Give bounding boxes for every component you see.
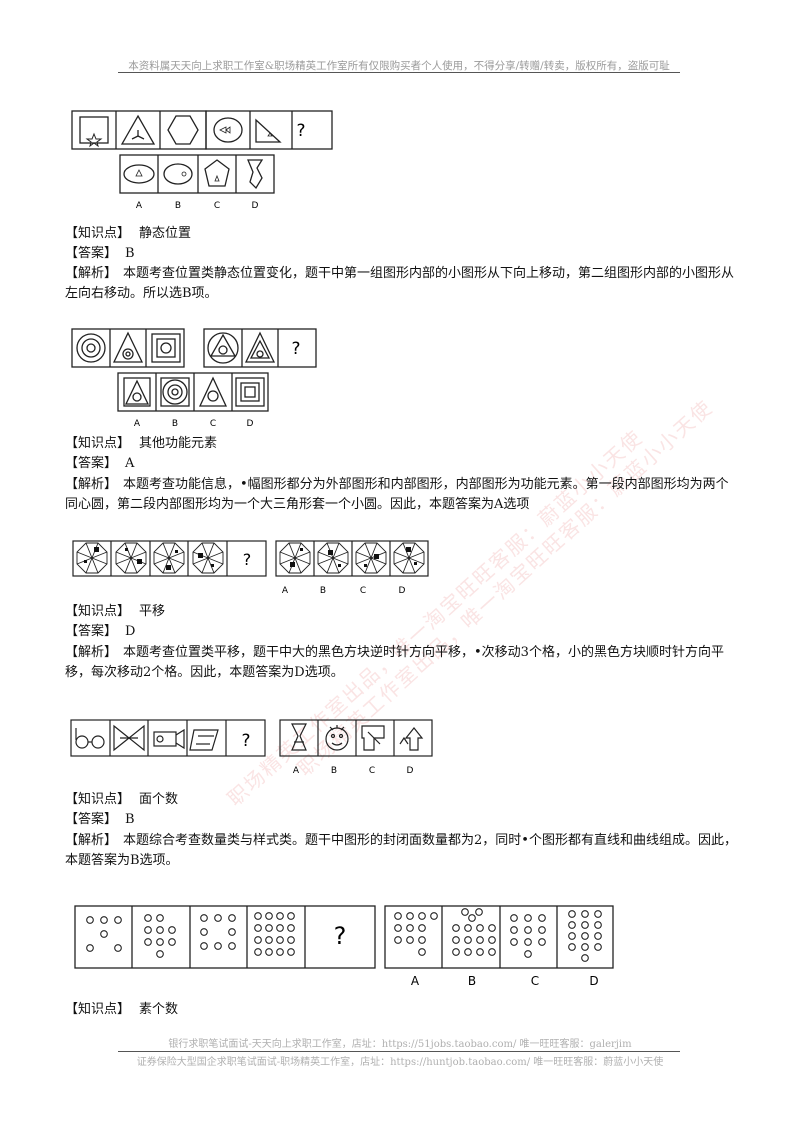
option-label: C [210,419,216,429]
q2-answer: 【答案】A [65,456,135,471]
option-label: C [531,974,539,988]
option-label: B [331,766,337,776]
option-label: D [407,766,414,776]
option-label: B [172,419,178,429]
q4-figure: ? A B C D [70,719,433,776]
question-mark: ? [243,550,252,569]
q4-explanation: 【解析】本题综合考查数量类与样式类。题干中图形的封闭面数量都为2，同时•个图形都… [65,833,737,868]
option-label: C [360,586,366,596]
q2-figure: ? A B C D [71,328,317,429]
q1-answer: 【答案】B [65,246,135,261]
footer-line-2: 证券保险大型国企求职笔试面试-职场精英工作室，店址：https://huntjo… [136,1057,664,1068]
q5-knowledge-point: 【知识点】素个数 [65,1002,179,1017]
option-label: D [399,586,406,596]
option-label: C [369,766,375,776]
q2-knowledge-point: 【知识点】其他功能元素 [65,436,218,451]
option-label: B [468,974,476,988]
footer-divider [118,1051,680,1052]
q4-knowledge-point: 【知识点】面个数 [65,792,179,807]
question-mark: ? [296,121,305,141]
q2-explanation: 【解析】本题考查功能信息，•幅图形都分为外部图形和内部图形，内部图形为功能元素。… [65,477,729,512]
option-label: C [214,201,220,211]
question-mark: ? [291,339,300,359]
option-label: A [134,419,141,429]
option-label: D [252,201,259,211]
option-label: A [282,586,289,596]
q4-answer: 【答案】B [65,812,135,827]
footer-line-1: 银行求职笔试面试-天天向上求职工作室，店址：https://51jobs.tao… [168,1039,632,1050]
option-label: D [247,419,254,429]
option-label: A [411,974,420,988]
question-mark: ? [241,731,250,751]
q1-knowledge-point: 【知识点】静态位置 [65,226,192,241]
option-label: A [136,201,143,211]
q1-explanation: 【解析】本题考查位置类静态位置变化，题干中第一组图形内部的小图形从下向上移动，第… [65,266,735,301]
q3-explanation: 【解析】本题考查位置类平移，题干中大的黑色方块逆时针方向平移，•次移动3个格，小… [65,645,724,680]
question-mark: ? [334,922,347,950]
option-label: A [293,766,300,776]
q3-knowledge-point: 【知识点】平移 [65,604,166,619]
page-header-notice: 本资料属天天向上求职工作室&职场精英工作室所有仅限购买者个人使用，不得分享/转赠… [128,60,670,72]
q3-answer: 【答案】D [65,624,136,639]
option-label: B [320,586,326,596]
header-divider [118,72,680,73]
q3-figure: ? A B C D [72,540,429,596]
q1-figure: ? A B C D [71,110,333,211]
q5-figure: ? A B C D [74,905,614,988]
option-label: D [589,974,598,988]
option-label: B [175,201,181,211]
